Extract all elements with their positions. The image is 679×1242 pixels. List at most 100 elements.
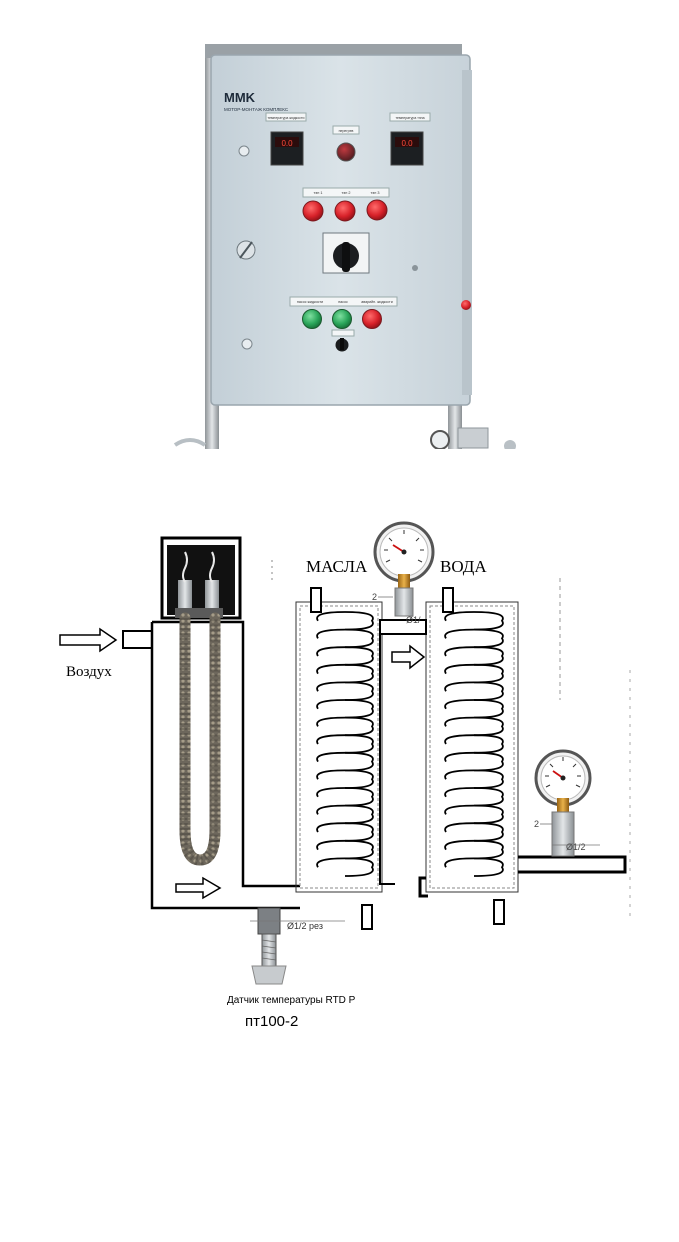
heater-label-2: тэн 2	[342, 191, 351, 195]
pipe	[173, 438, 207, 447]
schematic: Воздух	[59, 536, 631, 930]
coil-turn	[444, 681, 504, 701]
coil-turn	[316, 663, 374, 684]
brand-logo: MMK	[224, 90, 256, 105]
top-connector-pipe	[379, 619, 427, 635]
control-cabinet: MMK МОТОР-МОНТАЖ КОМПЛЕКС температура жи…	[160, 44, 530, 452]
brand-logo-sub: МОТОР-МОНТАЖ КОМПЛЕКС	[224, 107, 289, 112]
selector-label-plate	[331, 329, 355, 337]
heater-labels-plate	[302, 187, 390, 198]
duct-connector-right	[418, 876, 428, 898]
water-bottom-nozzle	[493, 899, 505, 925]
heater-chamber-wall-right	[152, 620, 300, 888]
oil-exchanger	[295, 587, 383, 930]
door-screw-icon	[412, 265, 418, 271]
water-label: ВОДА	[440, 557, 487, 576]
terminal-box-inner	[167, 545, 235, 615]
air-inlet-nozzle	[122, 630, 153, 649]
gauge-ticks	[384, 530, 424, 563]
temperature-display-right	[390, 131, 424, 166]
coil-turn	[444, 663, 504, 684]
left-display-label: температура жидкости	[268, 116, 305, 120]
display-screen	[395, 137, 419, 147]
pump-label-3: аварийн. жидкости	[361, 300, 392, 304]
dim-2-top: 2	[372, 592, 377, 602]
right-display-label: температура тэна	[395, 116, 424, 120]
pump-labels-plate	[289, 296, 398, 307]
pressure-gauge-top	[373, 521, 435, 617]
gauge-ticks	[545, 757, 581, 788]
air-inlet-arrow-icon	[59, 627, 118, 653]
coil-turn	[316, 787, 374, 807]
main-rotary-switch[interactable]	[322, 232, 370, 274]
water-coil	[444, 611, 504, 877]
oil-bottom-nozzle	[361, 904, 373, 930]
coil-turn	[316, 646, 374, 666]
outlet-pipe	[518, 855, 627, 874]
u-heating-element-texture	[179, 618, 221, 866]
bottom-gauge-icon	[430, 430, 450, 450]
coil-turn	[316, 751, 374, 772]
pressure-gauge-right	[534, 749, 592, 857]
coil-turn	[316, 611, 374, 631]
transfer-arrow-icon	[391, 644, 426, 670]
coil-turn	[316, 822, 374, 842]
coil-turn	[444, 769, 504, 789]
sensor-caption: Датчик температуры RTD P	[227, 995, 356, 1006]
coil-turn	[444, 857, 504, 877]
door-screw-icon	[241, 338, 253, 350]
coil-turn	[316, 804, 374, 825]
photo-bottom-edge	[160, 449, 530, 452]
coil-turn	[444, 839, 504, 860]
coil-turn	[444, 822, 504, 842]
side-emergency-button[interactable]	[461, 300, 471, 310]
sensor-thread	[261, 939, 277, 961]
rtd-temperature-sensor	[251, 907, 287, 985]
coil-turn	[316, 699, 374, 719]
water-exchanger	[425, 587, 519, 925]
heater-lamp-1	[302, 200, 324, 222]
display-screen	[275, 137, 299, 147]
temperature-display-left	[270, 131, 304, 166]
air-label: Воздух	[66, 664, 112, 680]
dim-thread-bottom: Ø1/2 рез	[287, 921, 323, 931]
pump-body	[457, 427, 489, 449]
water-top-nozzle	[442, 587, 454, 613]
dim-thread-top: Ø1/	[406, 615, 421, 625]
pump-lamp-1	[302, 309, 322, 329]
coil-turn	[316, 769, 374, 789]
pump-label-1: насос жидкости	[297, 300, 323, 304]
oil-coil	[316, 611, 374, 877]
heater-lamp-3	[366, 199, 388, 221]
coil-turn	[316, 628, 374, 649]
oil-exchanger-shell	[295, 601, 383, 893]
heater-lamp-2	[334, 200, 356, 222]
heater-insulators	[175, 551, 223, 618]
pump-lamp-3	[362, 309, 382, 329]
coil-turn	[444, 734, 504, 754]
coil-turn	[316, 716, 374, 737]
selector-switch[interactable]	[335, 338, 349, 352]
coil-turn	[444, 611, 504, 631]
oil-label: МАСЛА	[306, 557, 368, 576]
display-left-value: 0.0	[281, 139, 293, 148]
sensor-model: пт100-2	[245, 1013, 298, 1030]
coil-turn	[444, 804, 504, 825]
coil-turn	[316, 857, 374, 877]
heater-label-1: тэн 1	[314, 191, 323, 195]
door-screw-icon	[238, 145, 250, 157]
right-display-label-plate	[389, 112, 431, 122]
coil-turn	[316, 839, 374, 860]
coil-turn	[444, 716, 504, 737]
left-display-label-plate	[265, 112, 307, 122]
door-lock-icon	[236, 240, 256, 260]
cabinet-side	[462, 70, 472, 395]
coil-turn	[444, 699, 504, 719]
pump-lamp-2	[332, 309, 352, 329]
heater-label-3: тэн 3	[371, 191, 380, 195]
flow-arrow-icon	[175, 876, 222, 900]
coil-turn	[444, 787, 504, 807]
dim-thread-right: Ø1/2	[566, 842, 586, 852]
heater-chamber-wall-left	[150, 622, 300, 910]
